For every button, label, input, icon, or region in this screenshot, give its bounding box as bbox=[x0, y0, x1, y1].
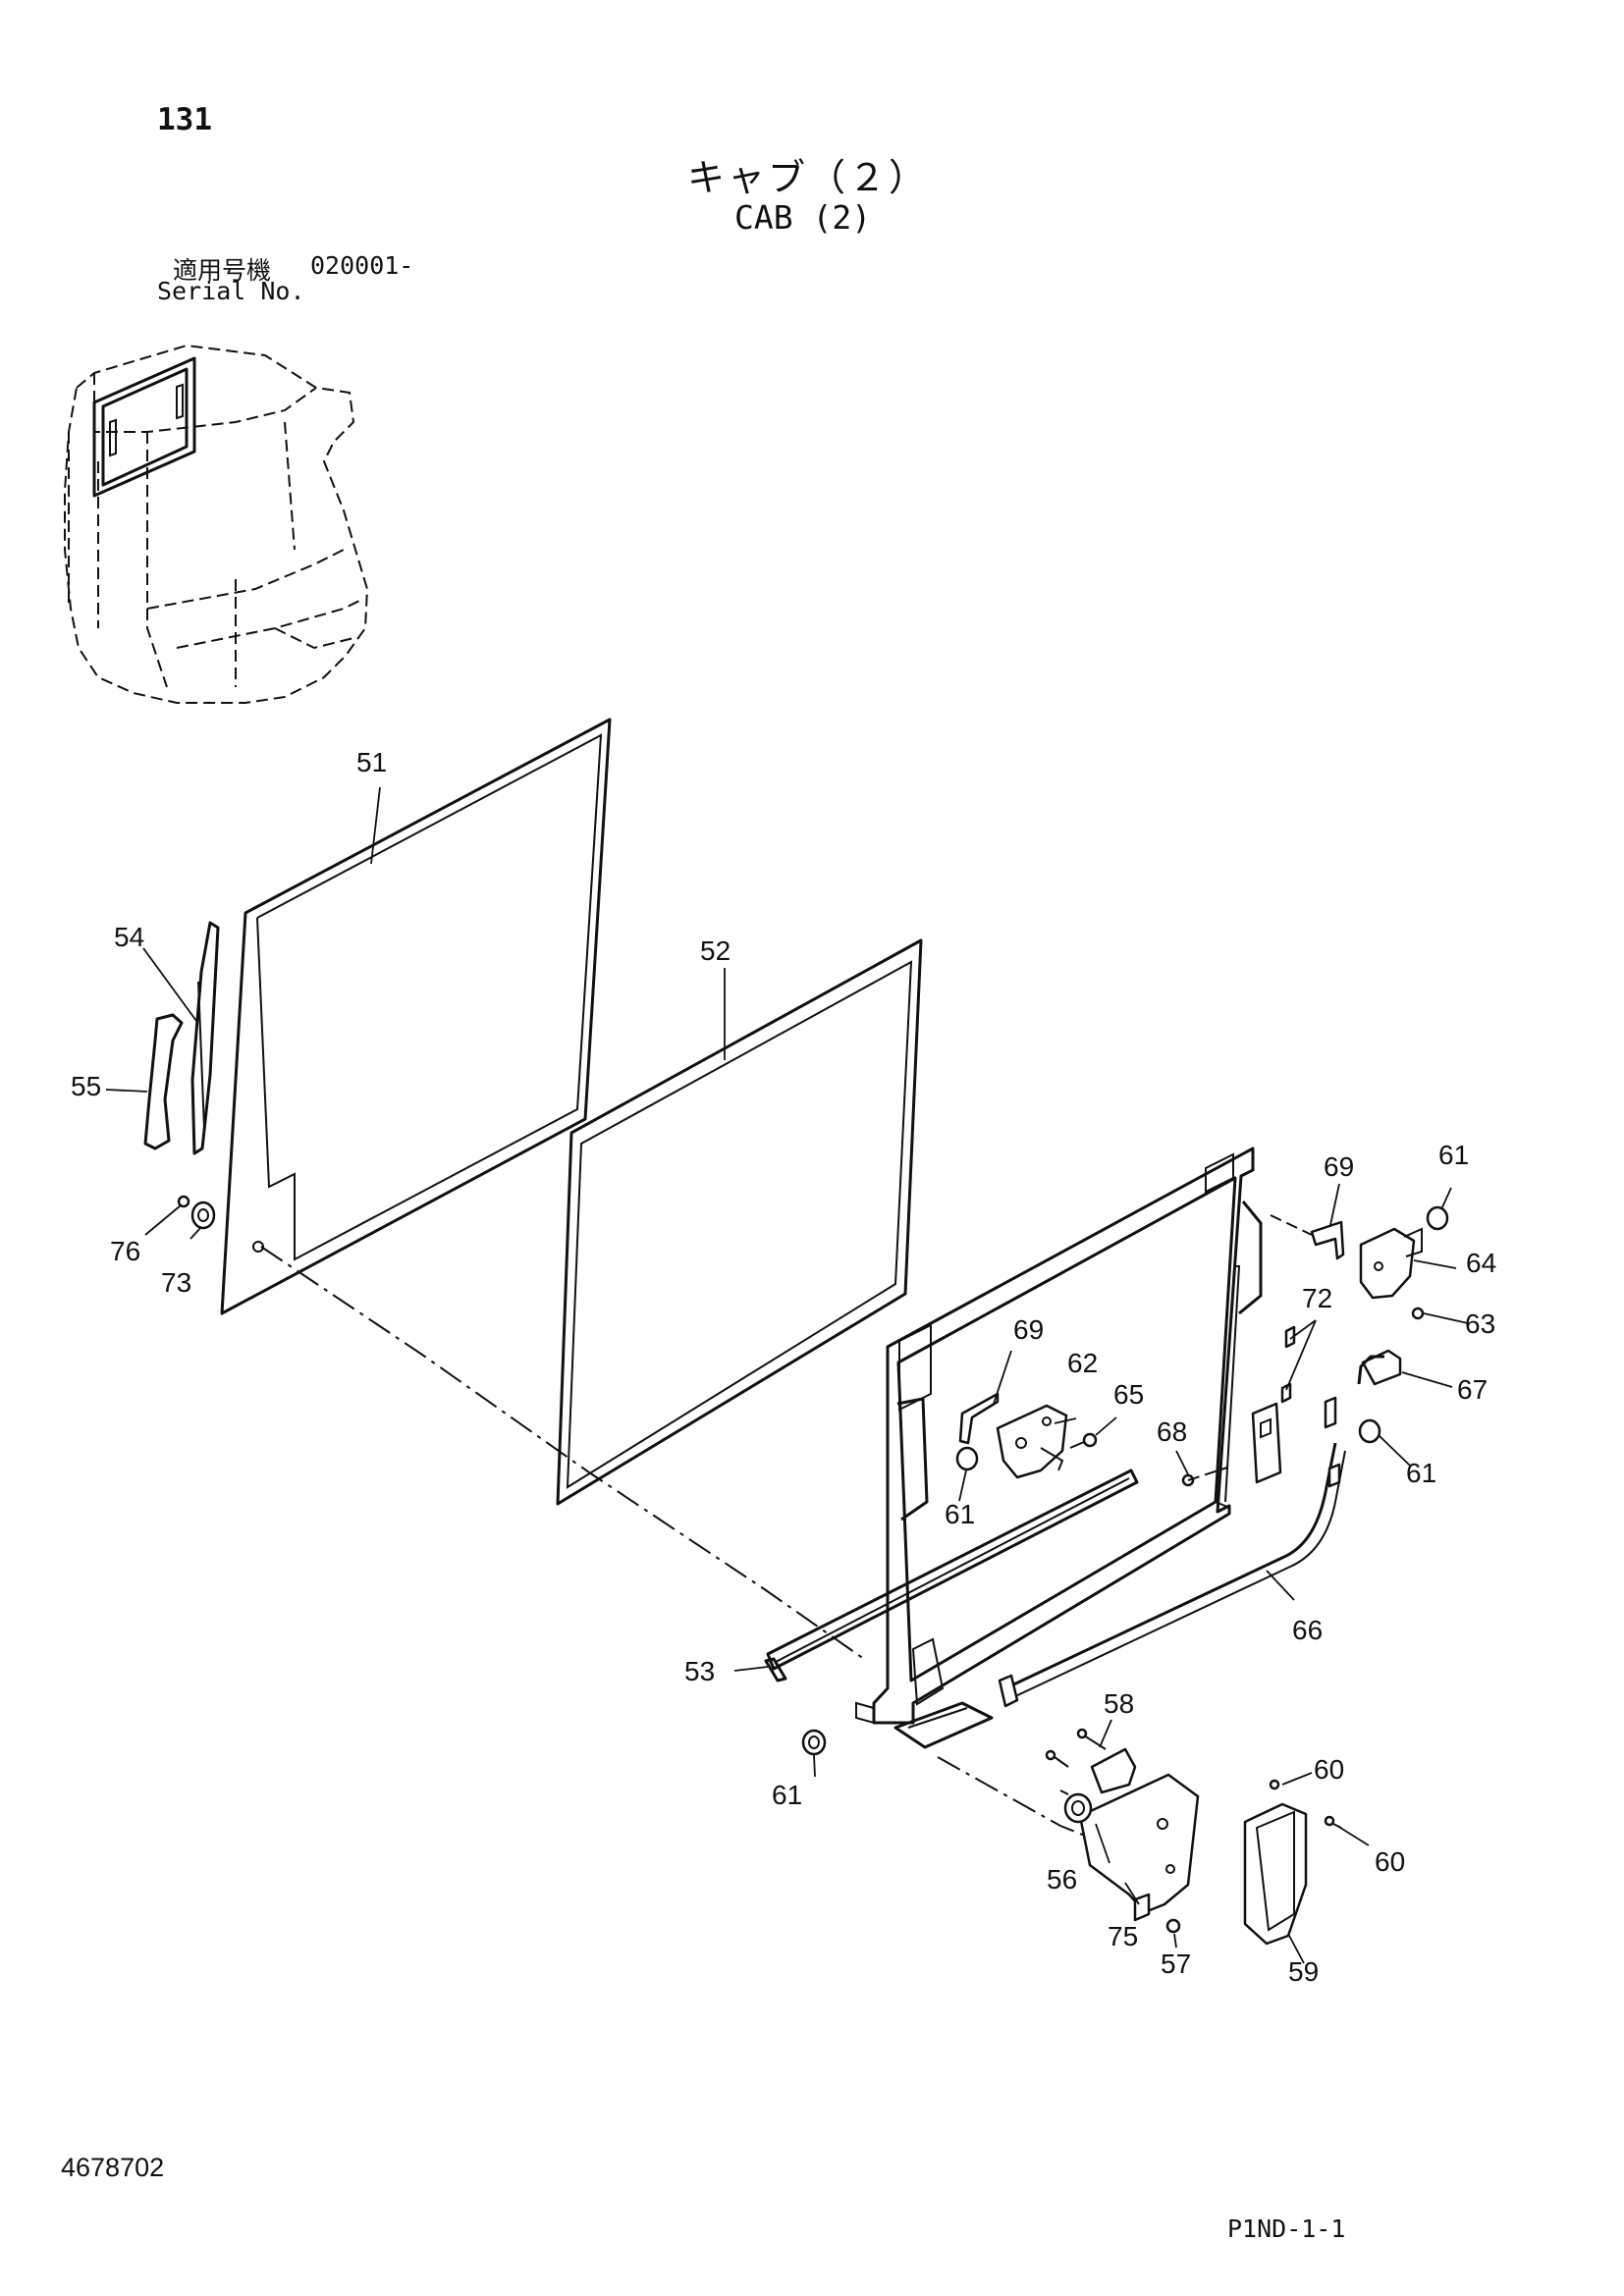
part-72-plates bbox=[1251, 1325, 1296, 1484]
cab-overview-thumbnail bbox=[64, 344, 369, 704]
callout-69-b: 69 bbox=[1324, 1151, 1354, 1182]
callout-64: 64 bbox=[1466, 1248, 1496, 1278]
part-60-screw-a bbox=[1269, 1779, 1280, 1790]
serial-label-english: Serial No. bbox=[157, 277, 305, 305]
part-69-bracket-left bbox=[958, 1392, 1000, 1445]
assembly-line bbox=[260, 1246, 865, 1660]
leader-lines bbox=[105, 786, 1469, 1964]
callout-75: 75 bbox=[1108, 1921, 1138, 1951]
page-code: P1ND-1-1 bbox=[1227, 2215, 1346, 2243]
part-52-seal bbox=[556, 938, 923, 1506]
part-73-grommet bbox=[190, 1201, 216, 1230]
serial-label-japanese: 適用号機 bbox=[173, 256, 272, 285]
part-66-rod bbox=[998, 1442, 1346, 1708]
part-64-lock-assembly bbox=[1359, 1227, 1423, 1300]
part-58-screw bbox=[1045, 1728, 1107, 1768]
callout-76: 76 bbox=[110, 1236, 140, 1266]
part-61-grommet-c bbox=[1358, 1418, 1381, 1444]
assembly-hint-bolt bbox=[1187, 1467, 1228, 1481]
callout-53: 53 bbox=[684, 1656, 715, 1686]
part-55-wiper-arm bbox=[143, 1013, 184, 1150]
callout-61-c: 61 bbox=[945, 1499, 975, 1529]
document-number: 4678702 bbox=[61, 2153, 165, 2182]
part-65-bolt bbox=[1069, 1432, 1098, 1449]
part-56-wiper-motor bbox=[1059, 1747, 1200, 1914]
title-english: CAB (2) bbox=[734, 198, 872, 237]
part-61-grommet-b bbox=[1426, 1205, 1449, 1231]
callout-58: 58 bbox=[1104, 1688, 1134, 1719]
part-67-striker bbox=[1357, 1349, 1402, 1386]
title-japanese: キャブ（２） bbox=[687, 156, 930, 199]
callout-60-b: 60 bbox=[1375, 1846, 1405, 1877]
callout-55: 55 bbox=[71, 1071, 101, 1101]
callout-57: 57 bbox=[1161, 1949, 1191, 1979]
callout-68: 68 bbox=[1157, 1416, 1187, 1447]
callout-61-d: 61 bbox=[772, 1780, 802, 1810]
part-51-glass-panel bbox=[220, 718, 612, 1315]
part-75-plate bbox=[1133, 1893, 1151, 1922]
callout-61-b: 61 bbox=[1406, 1458, 1436, 1488]
part-54-wiper-blade bbox=[190, 921, 220, 1155]
side-connectors bbox=[1324, 1396, 1341, 1488]
part-76-nut bbox=[177, 1195, 190, 1208]
part-63-bolt bbox=[1411, 1307, 1425, 1320]
callout-54: 54 bbox=[114, 922, 144, 952]
callout-62: 62 bbox=[1067, 1348, 1098, 1378]
callout-61-a: 61 bbox=[1438, 1140, 1469, 1170]
callout-63: 63 bbox=[1465, 1308, 1495, 1339]
callout-67: 67 bbox=[1457, 1374, 1488, 1405]
page-number: 131 bbox=[157, 102, 212, 137]
callout-72: 72 bbox=[1302, 1283, 1332, 1313]
callout-52: 52 bbox=[700, 935, 731, 966]
callout-69-a: 69 bbox=[1013, 1314, 1044, 1345]
part-69-bracket-right bbox=[1310, 1220, 1345, 1260]
part-53-slide-rail bbox=[764, 1468, 1139, 1682]
callout-60-a: 60 bbox=[1314, 1754, 1344, 1785]
part-59-handle-cover bbox=[1243, 1802, 1308, 1946]
callout-73: 73 bbox=[161, 1267, 191, 1298]
part-61-grommet-a bbox=[955, 1446, 979, 1471]
door-frame bbox=[855, 1147, 1263, 1749]
callout-labels: 51 52 53 54 55 56 57 58 59 60 60 61 61 6… bbox=[71, 747, 1496, 1987]
callout-51: 51 bbox=[356, 747, 387, 777]
callout-65: 65 bbox=[1113, 1379, 1144, 1410]
callout-56: 56 bbox=[1047, 1864, 1077, 1895]
assembly-hint-right bbox=[1270, 1214, 1313, 1236]
part-62-lock-assembly bbox=[996, 1404, 1068, 1479]
part-57-bolt bbox=[1165, 1918, 1181, 1934]
serial-code: 020001- bbox=[310, 251, 414, 280]
callout-66: 66 bbox=[1292, 1615, 1323, 1645]
part-61-grommet-d bbox=[801, 1729, 827, 1756]
callout-59: 59 bbox=[1288, 1956, 1319, 1987]
